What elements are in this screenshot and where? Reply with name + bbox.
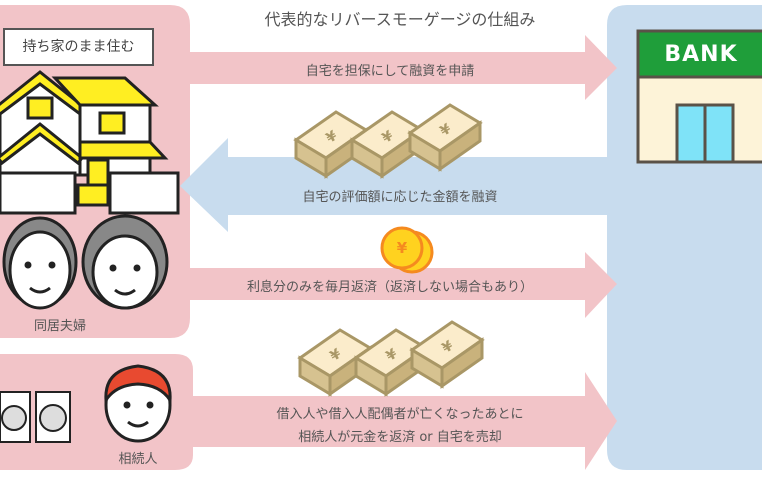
- flow-repay-text-line2: 相続人が元金を返済 or 自宅を売却: [298, 430, 502, 445]
- house-illustration: [0, 70, 180, 215]
- arrow-interest: [160, 252, 617, 318]
- own-home-label: 持ち家のまま住む: [3, 28, 154, 66]
- arrow-repay: [160, 372, 617, 470]
- yen-coin-icon: [380, 226, 434, 274]
- flow-apply-text: 自宅を担保にして融資を申請: [305, 64, 475, 79]
- flow-loan-text: 自宅の評価額に応じた金額を融資: [302, 190, 498, 205]
- heir-illustration: [104, 364, 172, 443]
- flow-interest-text: 利息分のみを毎月返済（返済しない場合もあり）: [246, 280, 533, 295]
- coin-symbol: ¥: [396, 239, 408, 257]
- arrow-apply: [190, 35, 617, 100]
- deceased-portraits: [0, 391, 71, 443]
- couple-caption: 同居夫婦: [33, 319, 86, 334]
- bank-building: [636, 29, 762, 164]
- heir-caption: 相続人: [118, 452, 158, 467]
- page-title: 代表的なリバースモーゲージの仕組み: [264, 10, 536, 29]
- couple-illustration: [2, 214, 169, 310]
- bank-sign: BANK: [664, 42, 738, 67]
- flow-repay-text-line1: 借入人や借入人配偶者が亡くなったあとに: [276, 407, 524, 422]
- arrow-loan: [180, 138, 608, 232]
- money-stack-repay: [298, 320, 484, 396]
